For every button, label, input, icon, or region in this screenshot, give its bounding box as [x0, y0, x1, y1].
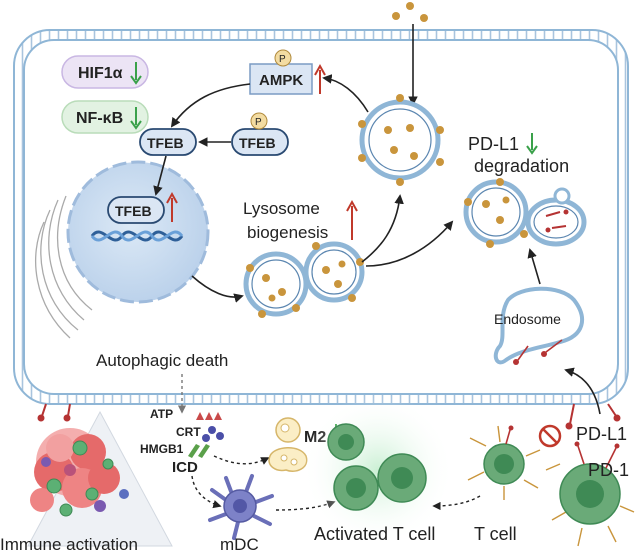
down-arrow-icon — [526, 133, 538, 155]
inhibition-icon — [538, 424, 562, 448]
tcell-to-activated-arrow — [432, 495, 481, 511]
activated-t-cells — [302, 394, 454, 546]
t-cell-label: T cell — [474, 524, 517, 544]
tfeb-node-cytosol: TFEB — [139, 128, 197, 156]
mdc-label: mDC — [220, 535, 259, 554]
m2-macrophage — [268, 417, 308, 472]
ampk-phospho-label: P — [279, 54, 286, 65]
lysosome-to-fusion-arrow — [365, 220, 454, 267]
down-arrow-icon — [130, 62, 142, 85]
pdl1-degradation-line2: degradation — [474, 156, 569, 176]
atp-label: ATP — [150, 407, 173, 421]
hif1a-badge: HIF1α — [61, 55, 149, 89]
lysosome-to-vesicle-arrow — [361, 194, 404, 263]
tfeb-phospho-label: P — [255, 117, 262, 128]
endocytic-vesicle — [358, 94, 444, 186]
crt-label: CRT — [176, 425, 201, 439]
crt-triangles — [196, 412, 222, 420]
up-arrow-icon — [346, 199, 358, 240]
endoplasmic-reticulum — [34, 195, 93, 339]
endosome: Endosome — [493, 286, 584, 365]
ampk-to-tfeb-arrow — [170, 83, 251, 128]
membrane-pdl1-receptors — [37, 403, 621, 430]
tumor-mass — [27, 410, 173, 547]
icd-to-m2-arrow — [213, 455, 270, 465]
lysosome-biogenesis-line1: Lysosome — [243, 199, 320, 218]
nfkb-badge: NF-κB — [61, 100, 149, 134]
down-arrow-icon — [130, 107, 142, 130]
tfeb-label-nucleus: TFEB — [115, 203, 152, 219]
hmgb1-label: HMGB1 — [140, 442, 184, 456]
pd1-label: PD-1 — [588, 460, 629, 480]
vesicle-to-ampk-arrow — [322, 74, 369, 113]
nucleus-to-lysosome-arrow — [191, 275, 244, 303]
hif1a-label: HIF1α — [78, 65, 123, 82]
t-cell-small — [467, 425, 541, 500]
icd-label: ICD — [172, 459, 198, 476]
mature-dendritic-cell — [208, 474, 274, 540]
internalization-arrow — [564, 367, 601, 415]
immune-activation-label: Immune activation — [0, 535, 138, 554]
up-arrow-icon — [166, 191, 178, 222]
lysosome-left — [243, 251, 309, 318]
autolysosome — [463, 178, 587, 248]
tfeb-label-phospho: TFEB — [239, 135, 276, 151]
pdl1-degradation-line1: PD-L1 — [468, 134, 519, 154]
t-cell-large — [545, 441, 635, 547]
extracellular-particles — [392, 2, 428, 22]
nucleus: TFEB — [66, 160, 210, 304]
tfeb-to-nucleus-arrow — [153, 155, 167, 196]
lysosome-right — [303, 241, 365, 303]
hmgb1-icon — [188, 444, 210, 458]
dna-helix-icon — [90, 230, 184, 242]
endosome-to-lysosome-arrow — [527, 248, 541, 285]
autophagic-death-label: Autophagic death — [96, 351, 228, 370]
endosome-label: Endosome — [494, 311, 561, 327]
pdl1-label: PD-L1 — [576, 424, 627, 444]
lysosome-biogenesis-line2: biogenesis — [247, 223, 328, 242]
crt-dots — [202, 426, 224, 442]
nfkb-label: NF-κB — [76, 110, 123, 127]
tfeb-label-cytosol: TFEB — [147, 135, 184, 151]
activated-t-cell-label: Activated T cell — [314, 524, 435, 544]
ampk-node: AMPK P — [249, 49, 326, 95]
tfeb-node-phospho: TFEB P — [231, 112, 289, 156]
up-arrow-icon — [314, 63, 326, 94]
ampk-label: AMPK — [259, 72, 303, 89]
